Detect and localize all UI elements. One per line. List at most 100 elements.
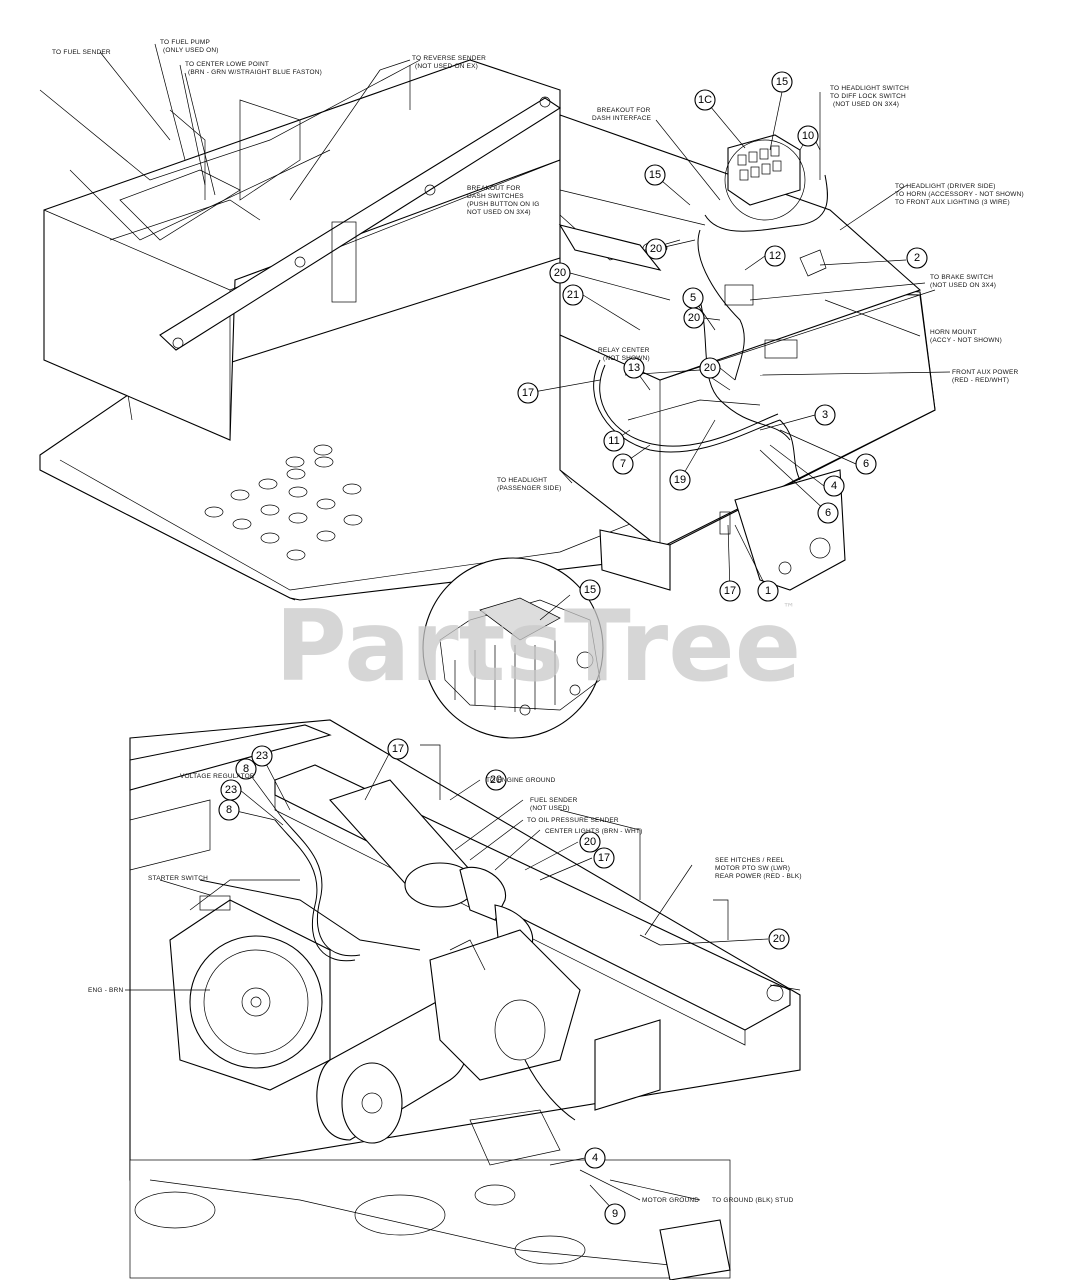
callout-20: 20	[699, 357, 721, 379]
label-headlight-passenger: TO HEADLIGHT	[497, 477, 547, 484]
callout-20: 20	[549, 262, 571, 284]
callout-8: 8	[235, 758, 257, 780]
svg-text:15: 15	[649, 169, 661, 181]
svg-text:17: 17	[392, 743, 404, 755]
callout-11: 11	[603, 430, 625, 452]
lower-assembly	[129, 719, 801, 1280]
label-voltage-regulator: VOLTAGE REGULATOR	[180, 773, 255, 780]
svg-text:(NOT USED ON 3X4): (NOT USED ON 3X4)	[930, 282, 996, 289]
label-brake-switch: TO BRAKE SWITCH	[930, 274, 993, 281]
svg-text:(BRN - GRN W/STRAIGHT BLUE FAS: (BRN - GRN W/STRAIGHT BLUE FASTON)	[188, 69, 322, 76]
svg-text:20: 20	[773, 933, 785, 945]
label-horn-mount: HORN MOUNT	[930, 329, 977, 336]
svg-text:9: 9	[612, 1208, 618, 1220]
svg-text:(RED - RED/WHT): (RED - RED/WHT)	[952, 377, 1009, 384]
svg-text:23: 23	[225, 784, 237, 796]
callout-20: 20	[645, 238, 667, 260]
svg-text:20: 20	[688, 312, 700, 324]
svg-text:(ACCY - NOT SHOWN): (ACCY - NOT SHOWN)	[930, 337, 1002, 344]
svg-text:1C: 1C	[698, 94, 712, 106]
label-headlight-driver: TO HEADLIGHT (DRIVER SIDE)	[895, 183, 996, 190]
svg-text:(ONLY USED ON): (ONLY USED ON)	[163, 47, 219, 54]
callout-21: 21	[562, 284, 584, 306]
svg-text:10: 10	[802, 130, 814, 142]
svg-text:21: 21	[567, 289, 579, 301]
svg-text:20: 20	[704, 362, 716, 374]
svg-text:(NOT USED ON EX): (NOT USED ON EX)	[415, 63, 478, 70]
svg-text:5: 5	[690, 292, 696, 304]
callout-5: 5	[682, 287, 704, 309]
annotation-labels: TO FUEL SENDER TO FUEL PUMP (ONLY USED O…	[52, 39, 1024, 1204]
svg-text:8: 8	[243, 763, 249, 775]
callout-23: 23	[251, 745, 273, 767]
svg-text:23: 23	[256, 750, 268, 762]
footrest-holes	[204, 444, 363, 561]
callout-8: 8	[218, 799, 240, 821]
svg-text:20: 20	[650, 243, 662, 255]
callout-15: 15	[771, 71, 793, 93]
callout-17: 17	[719, 580, 741, 602]
svg-text:4: 4	[592, 1152, 598, 1164]
label-center-lights: CENTER LIGHTS (BRN - WHT)	[545, 828, 642, 835]
callout-6: 6	[817, 502, 839, 524]
label-eng-brn: ENG - BRN	[88, 987, 123, 994]
callout-20: 20	[579, 831, 601, 853]
svg-text:(NOT SHOWN): (NOT SHOWN)	[603, 355, 650, 362]
callout-15: 15	[579, 579, 601, 601]
label-starter-switch: STARTER SWITCH	[148, 875, 208, 882]
svg-text:6: 6	[825, 507, 831, 519]
svg-text:8: 8	[226, 804, 232, 816]
label-center-lowe-point: TO CENTER LOWE POINT	[185, 61, 269, 68]
svg-text:NOT USED ON 3X4): NOT USED ON 3X4)	[467, 209, 531, 216]
svg-text:15: 15	[776, 76, 788, 88]
svg-text:20: 20	[490, 774, 502, 786]
svg-text:(PASSENGER SIDE): (PASSENGER SIDE)	[497, 485, 561, 492]
label-oil-pressure: TO OIL PRESSURE SENDER	[527, 817, 619, 824]
callout-17: 17	[387, 738, 409, 760]
svg-text:(NOT USED): (NOT USED)	[530, 805, 570, 812]
callout-20: 20	[768, 928, 790, 950]
svg-text:17: 17	[724, 585, 736, 597]
svg-text:3: 3	[822, 409, 828, 421]
svg-text:(NOT USED ON 3X4): (NOT USED ON 3X4)	[833, 101, 899, 108]
callout-6: 6	[855, 453, 877, 475]
callout-20: 20	[683, 307, 705, 329]
label-breakout-dash-switches: BREAKOUT FOR	[467, 185, 521, 192]
label-fuel-sender-lower: FUEL SENDER	[530, 797, 578, 804]
callout-10: 10	[797, 125, 819, 147]
detail-inset	[422, 557, 604, 739]
svg-text:17: 17	[522, 387, 534, 399]
callout-1: 1	[757, 580, 779, 602]
svg-text:6: 6	[863, 458, 869, 470]
callout-19: 19	[669, 469, 691, 491]
callout-2: 2	[906, 247, 928, 269]
label-seat-switch: SEE HITCHES / REEL	[715, 857, 785, 864]
svg-text:1: 1	[765, 585, 771, 597]
callout-13: 13	[623, 357, 645, 379]
label-relay-center: RELAY CENTER	[598, 347, 650, 354]
callout-4: 4	[823, 475, 845, 497]
svg-text:DASH SWITCHES: DASH SWITCHES	[467, 193, 524, 200]
callout-17: 17	[593, 847, 615, 869]
callout-3: 3	[814, 404, 836, 426]
callout-23: 23	[220, 779, 242, 801]
label-fuel-sender: TO FUEL SENDER	[52, 49, 111, 56]
watermark-brand: PartsTree	[275, 590, 801, 704]
svg-text:2: 2	[914, 252, 920, 264]
label-breakout-dash-interface: BREAKOUT FOR	[597, 107, 651, 114]
callout-20: 20	[485, 769, 507, 791]
label-motor-ground: MOTOR GROUND	[642, 1197, 699, 1204]
callout-4: 4	[584, 1147, 606, 1169]
svg-text:MOTOR PTO SW (LWR): MOTOR PTO SW (LWR)	[715, 865, 790, 872]
callout-15: 15	[644, 164, 666, 186]
svg-text:17: 17	[598, 852, 610, 864]
label-fuel-pump: TO FUEL PUMP	[160, 39, 210, 46]
svg-text:11: 11	[608, 435, 619, 447]
svg-text:15: 15	[584, 584, 596, 596]
svg-text:13: 13	[628, 362, 640, 374]
svg-text:TO HORN (ACCESSORY - NOT SHOWN: TO HORN (ACCESSORY - NOT SHOWN)	[895, 191, 1024, 198]
svg-text:4: 4	[831, 480, 837, 492]
label-front-aux-power: FRONT AUX POWER	[952, 369, 1019, 376]
callout-1c: 1C	[694, 89, 716, 111]
